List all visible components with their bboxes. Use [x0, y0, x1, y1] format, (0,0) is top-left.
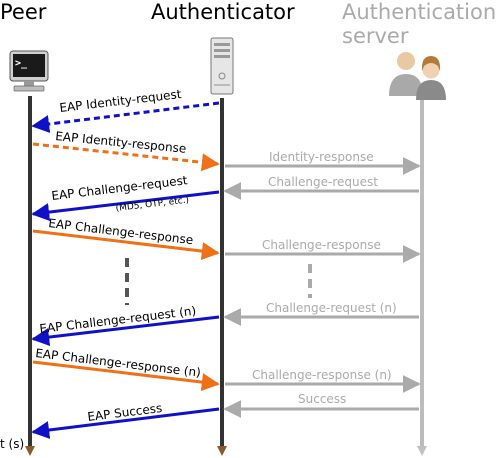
message-eap-challenge-request: EAP Challenge-request (MD5, OTP, etc.) [31, 173, 220, 222]
time-axis-label: t (s) [0, 437, 25, 451]
message-label: Challenge-response (n) [252, 368, 392, 382]
server-icon [210, 37, 234, 95]
message-label: EAP Challenge-response (n) [35, 346, 202, 380]
message-challenge-request-n: Challenge-request (n) [223, 301, 419, 326]
message-eap-challenge-request-n: EAP Challenge-request (n) [31, 304, 220, 347]
message-eap-challenge-response-n: EAP Challenge-response (n) [32, 346, 220, 392]
message-label: Success [298, 392, 346, 406]
message-eap-identity-request: EAP Identity-request [31, 87, 220, 133]
message-label: Challenge-response [262, 238, 381, 252]
message-label: Challenge-request (n) [266, 301, 397, 315]
message-label: EAP Challenge-request (n) [39, 304, 197, 336]
users-icon [389, 52, 446, 100]
authenticator-lifeline-arrow [217, 446, 227, 456]
message-eap-success: EAP Success [31, 401, 220, 439]
terminal-icon: >_ [9, 50, 49, 92]
authenticator-title: Authenticator [151, 0, 295, 24]
message-identity-response: Identity-response [225, 150, 421, 175]
message-note: (MD5, OTP, etc.) [115, 195, 189, 214]
message-success: Success [223, 392, 419, 418]
message-label: Challenge-request [268, 175, 378, 189]
peer-title: Peer [0, 0, 47, 24]
message-label: Identity-response [269, 150, 374, 164]
server-title-line1: Authentication [342, 0, 497, 24]
message-eap-challenge-response: EAP Challenge-response [32, 216, 220, 261]
message-challenge-response: Challenge-response [225, 238, 421, 263]
server-lifeline-arrow [417, 446, 427, 456]
peer-lifeline-arrow [25, 446, 35, 456]
message-challenge-request: Challenge-request [223, 175, 419, 200]
message-challenge-response-n: Challenge-response (n) [225, 368, 421, 393]
message-eap-identity-response: EAP Identity-response [32, 129, 220, 172]
svg-text:>_: >_ [15, 58, 28, 69]
authentication-server-title: Authentication server [342, 0, 496, 48]
message-label: EAP Identity-response [55, 129, 187, 156]
server-title-line2: server [342, 24, 409, 48]
